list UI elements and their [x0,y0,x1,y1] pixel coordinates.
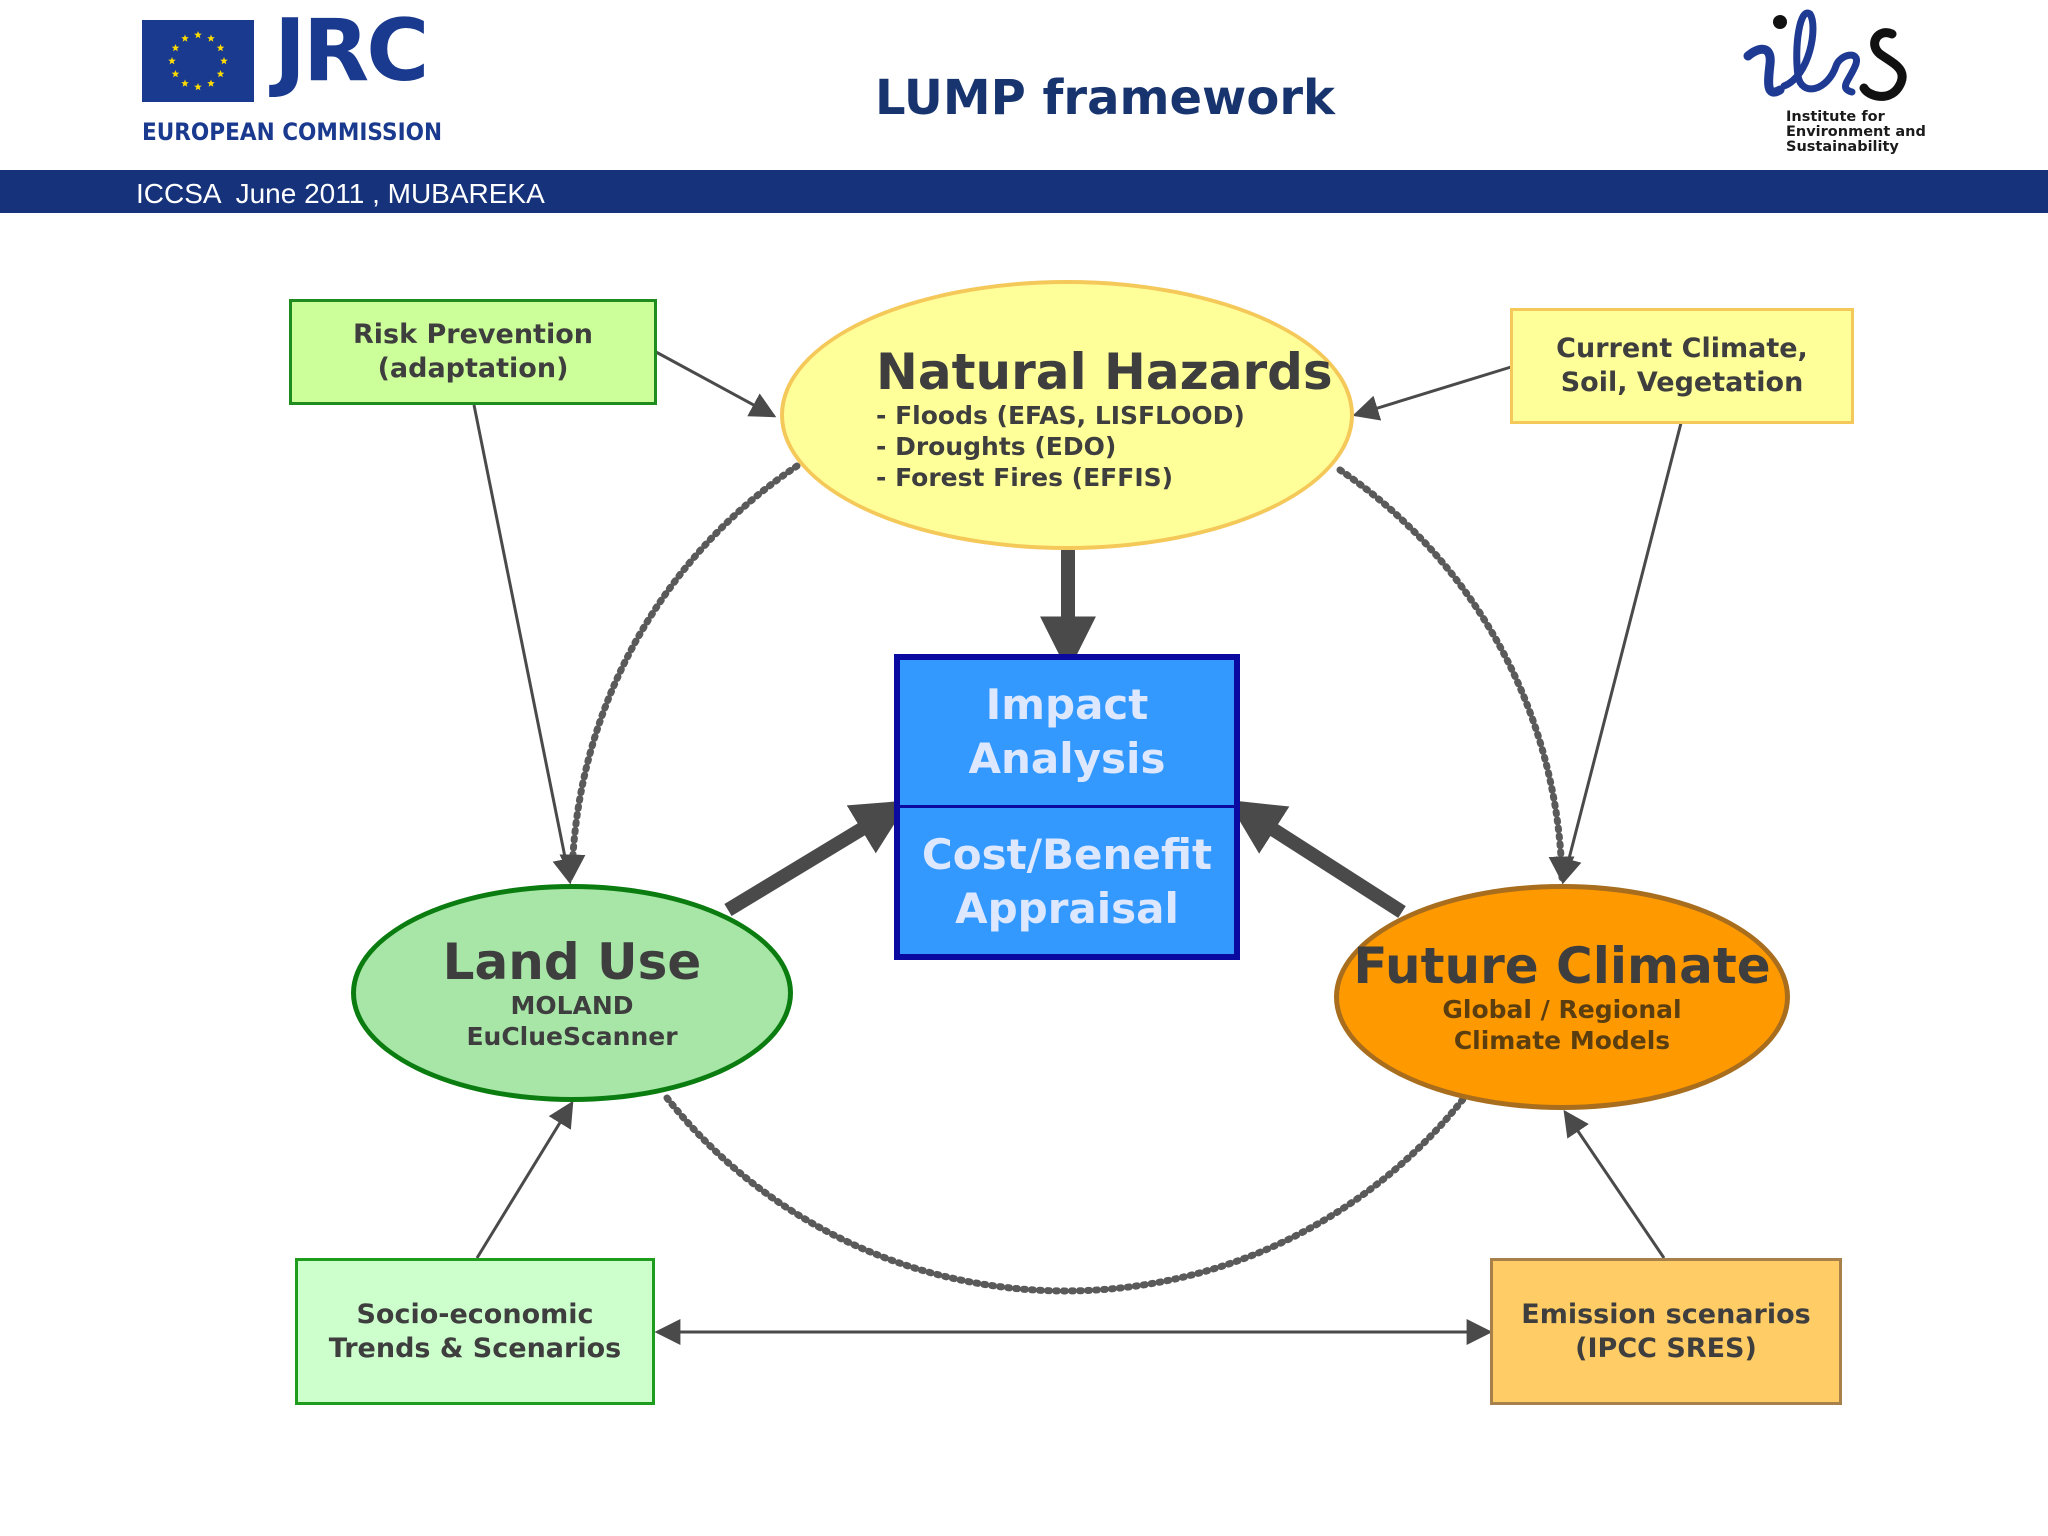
cost-benefit-label: Cost/Benefit Appraisal [900,828,1234,936]
emission-scenarios-box: Emission scenarios (IPCC SRES) [1490,1258,1842,1405]
land-use-item: MOLAND [510,991,634,1020]
eu-star-icon [168,57,176,65]
box-line: Socio-economic [356,1298,594,1330]
current-climate-box: Current Climate, Soil, Vegetation [1510,308,1854,424]
future-climate-item: Global / Regional [1442,995,1682,1024]
dotted-link-hazards-climate [1336,466,1575,884]
eu-star-icon [207,79,215,87]
impact-line: Appraisal [955,884,1179,933]
box-line: Trends & Scenarios [328,1332,622,1364]
box-line: (IPCC SRES) [1575,1332,1757,1364]
box-line: Soil, Vegetation [1560,367,1804,398]
dotted-link-hazards-landuse [559,462,801,882]
jrc-logo-text: JRC [274,1,429,101]
box-line: Risk Prevention [353,319,593,350]
land-use-oval: Land Use MOLAND EuClueScanner [351,884,793,1102]
future-climate-oval: Future Climate Global / Regional Climate… [1334,884,1790,1110]
page-title: LUMP framework [875,70,1335,126]
socio-economic-box: Socio-economic Trends & Scenarios [295,1258,655,1405]
ies-sub-line: Institute for [1786,109,1885,125]
eu-star-icon [181,34,189,42]
box-line: Emission scenarios [1521,1298,1811,1330]
banner-text: ICCSA June 2011 , MUBAREKA [136,178,545,209]
arrow-future-to-impact [1227,799,1406,918]
eu-star-icon [207,34,215,42]
eu-star-icon [220,57,228,65]
impact-analysis-label: Impact Analysis [900,678,1234,786]
eu-star-icon [216,70,225,78]
impact-line: Cost/Benefit [921,830,1213,879]
eu-star-icon [194,31,202,39]
dotted-link-landuse-climate [663,1094,1468,1295]
natural-hazards-item: - Floods (EFAS, LISFLOOD) [876,400,1245,430]
impact-line: Analysis [968,734,1166,783]
natural-hazards-item: - Droughts (EDO) [876,431,1117,461]
future-climate-item: Climate Models [1453,1026,1671,1055]
arrow-climate-to-future [1556,422,1683,885]
eu-star-icon [194,83,202,91]
land-use-title: Land Use [442,933,702,991]
land-use-item: EuClueScanner [466,1022,678,1051]
arrow-climate-to-hazards [1352,365,1512,421]
eu-star-icon [181,79,189,87]
european-commission-text: EUROPEAN COMMISSION [142,118,443,146]
ies-logo-icon [1743,9,1907,101]
eu-stars-icon [168,31,228,91]
eu-star-icon [216,44,225,52]
impact-line: Impact [985,680,1149,729]
eu-star-icon [171,70,180,78]
impact-divider [900,805,1234,808]
eu-star-icon [171,44,180,52]
risk-prevention-box: Risk Prevention (adaptation) [289,299,657,405]
arrow-socio-to-landuse [475,1100,574,1259]
arrow-landuse-to-impact [724,800,910,916]
header-banner [0,170,2048,213]
natural-hazards-title: Natural Hazards [876,342,1333,401]
arrow-risk-to-landuse [472,404,579,885]
arrow-risk-to-hazards [655,350,777,418]
ies-sub-line: Environment and [1786,124,1926,140]
box-line: Current Climate, [1556,333,1808,364]
natural-hazards-item: - Forest Fires (EFFIS) [876,462,1174,492]
box-line: (adaptation) [377,353,569,384]
natural-hazards-oval: Natural Hazards - Floods (EFAS, LISFLOOD… [780,280,1354,550]
eu-flag-icon [142,20,254,102]
ies-sub-line: Sustainability [1786,139,1899,155]
future-climate-title: Future Climate [1353,937,1771,995]
ies-subtitle: Institute for Environment and Sustainabi… [1786,110,1926,155]
arrow-emission-to-future [1563,1109,1666,1259]
